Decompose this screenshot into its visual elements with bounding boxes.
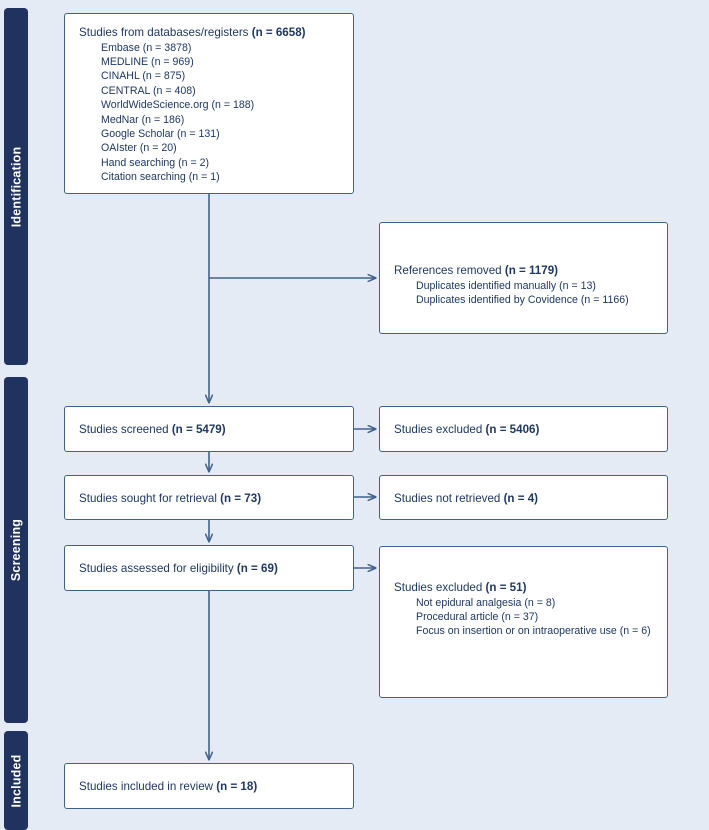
list-item: Embase (n = 3878) <box>101 41 192 54</box>
list-item: CINAHL (n = 875) <box>101 70 186 83</box>
node-title-included: Studies included in review (n = 18) <box>79 779 343 795</box>
node-title-text-included: Studies included in review <box>79 780 217 793</box>
node-title-text-databases: Studies from databases/registers <box>79 26 252 39</box>
list-item: Duplicates identified manually (n = 13) <box>416 279 596 292</box>
node-studies-excluded-screening: Studies excluded (n = 5406) <box>379 406 668 452</box>
node-title-eligibility: Studies assessed for eligibility (n = 69… <box>79 561 343 577</box>
phase-label-screening: Screening <box>9 518 23 582</box>
list-item: Hand searching (n = 2) <box>101 156 210 169</box>
phase-bar-included: Included <box>4 731 28 830</box>
node-title-text-screened: Studies screened <box>79 423 172 436</box>
node-count-excluded2: (n = 51) <box>485 581 527 594</box>
node-studies-excluded-eligibility: Studies excluded (n = 51) Not epidural a… <box>379 546 668 698</box>
list-item: Focus on insertion or on intraoperative … <box>416 625 651 638</box>
node-references-removed: References removed (n = 1179) Duplicates… <box>379 222 668 334</box>
list-item: Citation searching (n = 1) <box>101 171 220 184</box>
node-title-notretrieved: Studies not retrieved (n = 4) <box>394 491 657 507</box>
phase-bar-screening: Screening <box>4 377 28 723</box>
node-title-text-eligibility: Studies assessed for eligibility <box>79 562 237 575</box>
node-title-excluded1: Studies excluded (n = 5406) <box>394 422 657 438</box>
list-item: OAIster (n = 20) <box>101 142 177 155</box>
node-title-text-excluded1: Studies excluded <box>394 423 486 436</box>
list-item: MEDLINE (n = 969) <box>101 55 194 68</box>
node-count-sought: (n = 73) <box>220 492 262 505</box>
list-item: Duplicates identified by Covidence (n = … <box>416 293 629 306</box>
node-count-excluded1: (n = 5406) <box>485 423 540 436</box>
list-item: CENTRAL (n = 408) <box>101 84 196 97</box>
list-item: Not epidural analgesia (n = 8) <box>416 596 556 609</box>
node-title-text-sought: Studies sought for retrieval <box>79 492 221 505</box>
list-item: Google Scholar (n = 131) <box>101 127 220 140</box>
list-item: MedNar (n = 186) <box>101 113 185 126</box>
node-count-databases: (n = 6658) <box>251 26 306 39</box>
node-title-text-removed: References removed <box>394 264 505 277</box>
node-studies-screened: Studies screened (n = 5479) <box>64 406 354 452</box>
node-studies-assessed-for-eligibility: Studies assessed for eligibility (n = 69… <box>64 545 354 591</box>
node-title-excluded2: Studies excluded (n = 51) <box>394 580 657 596</box>
phase-bar-identification: Identification <box>4 8 28 365</box>
node-count-screened: (n = 5479) <box>171 423 226 436</box>
removal-reason-list: Duplicates identified manually (n = 13) … <box>394 279 657 308</box>
list-item: WorldWideScience.org (n = 188) <box>101 99 255 112</box>
list-item: Procedural article (n = 37) <box>416 610 539 623</box>
node-studies-from-databases: Studies from databases/registers (n = 66… <box>64 13 354 194</box>
node-title-text-notretrieved: Studies not retrieved <box>394 492 504 505</box>
node-title-databases: Studies from databases/registers (n = 66… <box>79 25 343 41</box>
phase-label-included: Included <box>9 754 23 807</box>
node-count-removed: (n = 1179) <box>504 264 559 277</box>
node-title-removed: References removed (n = 1179) <box>394 263 657 279</box>
node-title-text-excluded2: Studies excluded <box>394 581 486 594</box>
node-count-eligibility: (n = 69) <box>236 562 278 575</box>
node-title-sought: Studies sought for retrieval (n = 73) <box>79 491 343 507</box>
phase-label-identification: Identification <box>9 146 24 227</box>
node-studies-sought-for-retrieval: Studies sought for retrieval (n = 73) <box>64 475 354 520</box>
node-title-screened: Studies screened (n = 5479) <box>79 422 343 438</box>
exclusion-reason-list: Not epidural analgesia (n = 8) Procedura… <box>394 596 657 639</box>
node-count-included: (n = 18) <box>216 780 258 793</box>
node-studies-included-in-review: Studies included in review (n = 18) <box>64 763 354 809</box>
node-studies-not-retrieved: Studies not retrieved (n = 4) <box>379 475 668 520</box>
source-list: Embase (n = 3878) MEDLINE (n = 969) CINA… <box>79 41 343 185</box>
node-count-notretrieved: (n = 4) <box>503 492 539 505</box>
